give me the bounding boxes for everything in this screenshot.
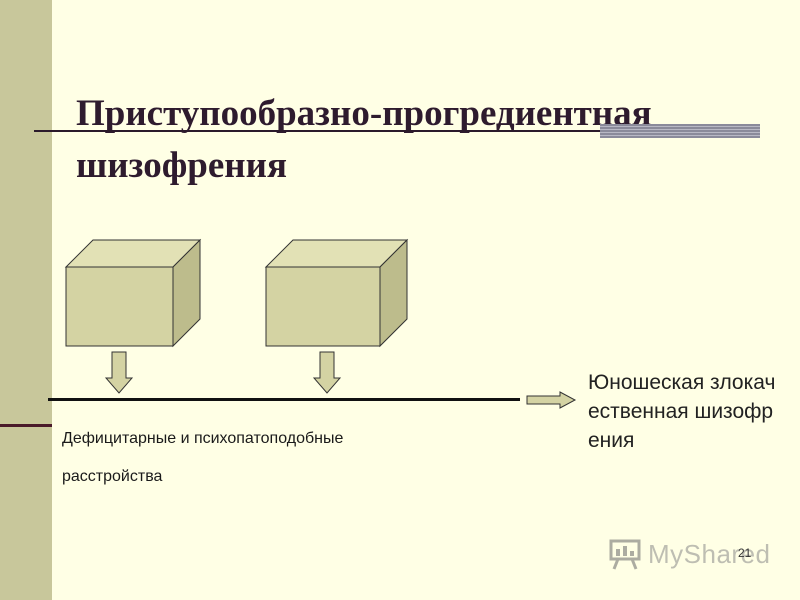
left-accent-line: [0, 424, 52, 427]
cube-2: [264, 238, 409, 348]
page-number: 21: [738, 546, 752, 560]
title-line-2: шизофрения: [76, 145, 287, 186]
cube-1: [64, 238, 202, 348]
title-line-1: Приступообразно-прогредиентная: [76, 93, 652, 134]
timeline-line: [48, 398, 520, 401]
slide-title: Приступообразно-прогредиентная шизофрени…: [76, 88, 756, 192]
title-decorative-bar: [600, 124, 760, 138]
watermark-text: MyShared: [648, 538, 771, 569]
down-arrow-icon: [312, 351, 342, 394]
deficit-text-line-2: расстройства: [62, 468, 163, 485]
right-arrow-icon: [526, 391, 577, 409]
deficit-disorders-text: Дефицитарные и психопатоподобные расстро…: [62, 420, 462, 496]
result-diagnosis-text: Юношеская злокачественная шизофрения: [588, 371, 776, 452]
title-underline: [34, 130, 760, 132]
presentation-board-icon: [609, 539, 641, 570]
deficit-text-line-1: Дефицитарные и психопатоподобные: [62, 430, 344, 447]
left-sidebar-band: [0, 0, 52, 600]
watermark: MyShared: [608, 536, 771, 572]
down-arrow-icon: [104, 351, 134, 394]
